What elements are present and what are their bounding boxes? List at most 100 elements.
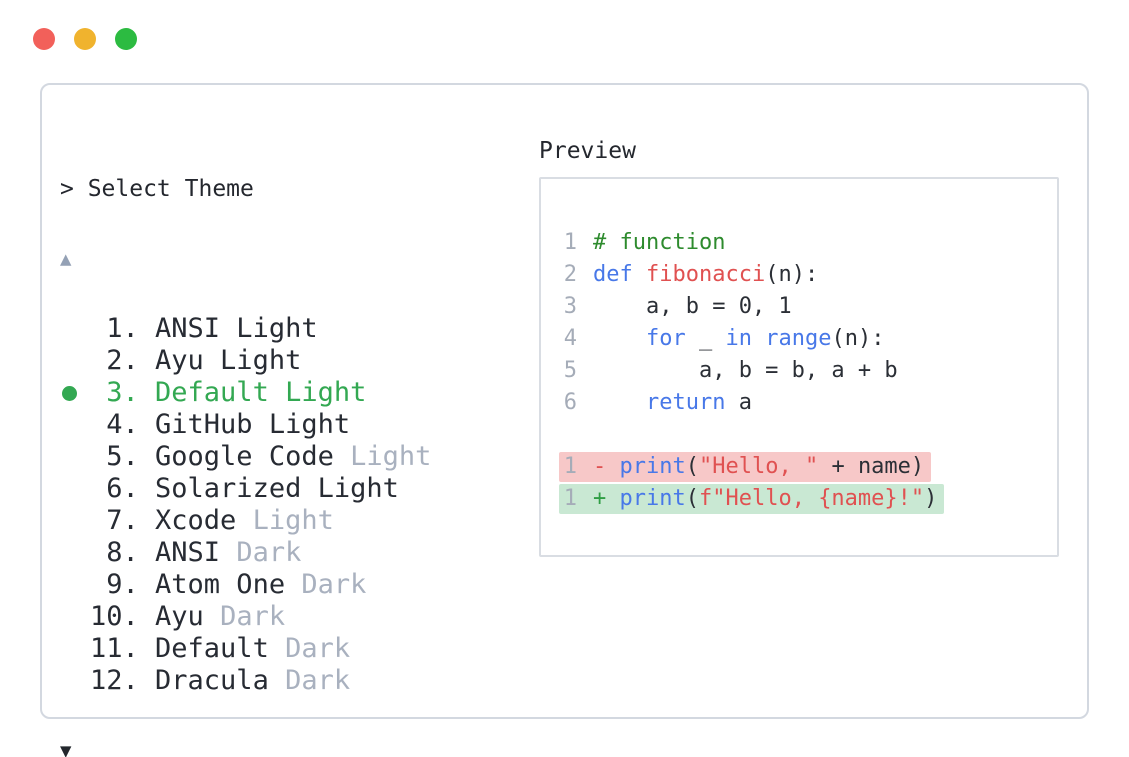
code-token-plain: (n): bbox=[831, 326, 885, 351]
theme-number: 12. bbox=[90, 665, 156, 696]
code-token-string: "Hello, " bbox=[698, 454, 819, 479]
code-token-plain: _ bbox=[685, 326, 726, 351]
theme-variant-muted: Dark bbox=[220, 537, 302, 568]
preview-title: Preview bbox=[539, 138, 636, 164]
code-token-keyword: in bbox=[725, 326, 752, 351]
theme-label: Default Light bbox=[155, 377, 367, 408]
line-number: 1 bbox=[563, 230, 577, 255]
code-line: 3 a, b = 0, 1 bbox=[563, 291, 1057, 323]
selected-indicator-dot bbox=[62, 386, 77, 401]
code-text: return a bbox=[593, 387, 752, 419]
code-token-plain: a bbox=[725, 390, 752, 415]
theme-number: 6. bbox=[90, 473, 156, 504]
code-text: def fibonacci(n): bbox=[593, 259, 818, 291]
theme-picker-column: > Select Theme ▲ 1. ANSI Light 2. Ayu Li… bbox=[60, 135, 877, 757]
line-number: 1 bbox=[563, 486, 577, 511]
theme-number: 11. bbox=[90, 633, 156, 664]
theme-item[interactable]: 5. Google Code Light bbox=[60, 441, 877, 473]
diff-sign-added: + bbox=[593, 486, 620, 511]
theme-number: 3. bbox=[90, 377, 156, 408]
theme-number: 10. bbox=[90, 601, 156, 632]
scroll-down-icon[interactable]: ▼ bbox=[60, 740, 72, 757]
code-line: 1 # function bbox=[563, 227, 1057, 259]
theme-label: GitHub Light bbox=[155, 409, 351, 440]
code-token-plain: (n): bbox=[765, 262, 819, 287]
theme-label: ANSI bbox=[155, 537, 221, 568]
diff-highlight-removed: 1- print("Hello, " + name) bbox=[559, 452, 932, 482]
minimize-button[interactable] bbox=[74, 28, 96, 50]
code-token-plain: a, b = b, a + b bbox=[593, 358, 898, 383]
line-number: 2 bbox=[563, 262, 577, 287]
code-token-plain bbox=[593, 390, 646, 415]
code-token-plain: + name) bbox=[818, 454, 925, 479]
code-token-plain bbox=[593, 326, 646, 351]
diff-lines: 1- print("Hello, " + name)1+ print(f"Hel… bbox=[559, 451, 1057, 515]
theme-item[interactable]: 10. Ayu Dark bbox=[60, 601, 877, 633]
code-token-keyword: print bbox=[619, 454, 686, 479]
diff-line-added: 1+ print(f"Hello, {name}!") bbox=[559, 483, 1057, 515]
theme-item[interactable]: 8. ANSI Dark bbox=[60, 537, 877, 569]
code-token-plain: ( bbox=[685, 454, 699, 479]
theme-number: 5. bbox=[90, 441, 156, 472]
theme-label: ANSI Light bbox=[155, 313, 318, 344]
theme-variant-muted: Light bbox=[236, 505, 334, 536]
theme-item[interactable]: 9. Atom One Dark bbox=[60, 569, 877, 601]
code-token-plain bbox=[752, 326, 765, 351]
code-token-string: f"Hello, {name}!" bbox=[698, 486, 925, 511]
line-number: 1 bbox=[563, 454, 577, 479]
code-blank-line bbox=[563, 419, 1057, 451]
theme-variant-muted: Dark bbox=[203, 601, 286, 632]
theme-number: 2. bbox=[90, 345, 156, 376]
code-token-plain: a, b = 0, 1 bbox=[593, 294, 792, 319]
code-token-comment: # function bbox=[593, 230, 726, 255]
theme-label: Ayu bbox=[155, 601, 204, 632]
close-button[interactable] bbox=[33, 28, 55, 50]
traffic-lights bbox=[33, 28, 137, 50]
theme-item[interactable]: 2. Ayu Light bbox=[60, 345, 877, 377]
theme-item[interactable]: 12. Dracula Dark bbox=[60, 665, 877, 697]
code-text: a, b = 0, 1 bbox=[593, 291, 792, 323]
theme-number: 7. bbox=[90, 505, 156, 536]
theme-item[interactable]: 6. Solarized Light bbox=[60, 473, 877, 505]
theme-label: Ayu Light bbox=[155, 345, 302, 376]
theme-number: 4. bbox=[90, 409, 156, 440]
code-line: 5 a, b = b, a + b bbox=[563, 355, 1057, 387]
code-line: 2 def fibonacci(n): bbox=[563, 259, 1057, 291]
code-token-keyword: return bbox=[645, 390, 726, 415]
code-line: 4 for _ in range(n): bbox=[563, 323, 1057, 355]
theme-item[interactable]: 11. Default Dark bbox=[60, 633, 877, 665]
code-line: 6 return a bbox=[563, 387, 1057, 419]
code-text: # function bbox=[593, 227, 725, 259]
theme-item[interactable]: 4. GitHub Light bbox=[60, 409, 877, 441]
theme-item[interactable]: 1. ANSI Light bbox=[60, 313, 877, 345]
code-token-plain: ) bbox=[924, 486, 938, 511]
code-token-name: fibonacci bbox=[646, 262, 766, 287]
line-number: 4 bbox=[563, 326, 577, 351]
line-number: 6 bbox=[563, 390, 577, 415]
theme-prompt: > Select Theme bbox=[60, 176, 254, 202]
zoom-button[interactable] bbox=[115, 28, 137, 50]
code-text: a, b = b, a + b bbox=[593, 355, 898, 387]
theme-label: Dracula bbox=[155, 665, 269, 696]
theme-label: Google Code bbox=[155, 441, 334, 472]
theme-label: Atom One bbox=[155, 569, 286, 600]
theme-variant-muted: Light bbox=[333, 441, 432, 472]
line-number: 5 bbox=[563, 358, 577, 383]
code-token-keyword: print bbox=[619, 486, 686, 511]
scroll-up-icon[interactable]: ▲ bbox=[60, 248, 72, 270]
theme-item[interactable]: 3. Default Light bbox=[60, 377, 877, 409]
diff-line-removed: 1- print("Hello, " + name) bbox=[559, 451, 1057, 483]
theme-item[interactable]: 7. Xcode Light bbox=[60, 505, 877, 537]
line-number: 3 bbox=[563, 294, 577, 319]
code-text: for _ in range(n): bbox=[593, 323, 884, 355]
diff-sign-removed: - bbox=[593, 454, 620, 479]
code-token-plain bbox=[633, 262, 646, 287]
theme-variant-muted: Dark bbox=[285, 569, 367, 600]
theme-number: 1. bbox=[90, 313, 156, 344]
code-token-keyword: for bbox=[645, 326, 686, 351]
theme-number: 9. bbox=[90, 569, 156, 600]
